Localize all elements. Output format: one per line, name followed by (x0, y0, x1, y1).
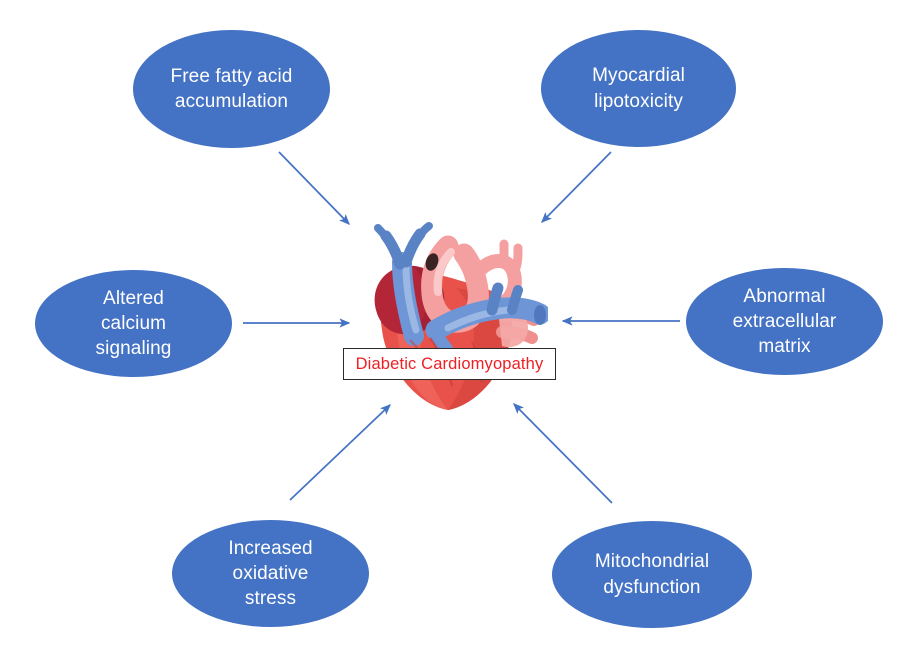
node-increased-oxidative-stress[interactable]: Increased oxidative stress (172, 520, 369, 627)
arrow-top-left-to-center (278, 151, 350, 225)
heart-svc-branch-tip-a (374, 224, 389, 240)
node-label: Myocardial lipotoxicity (592, 65, 685, 112)
arrow-bottom-left-to-center (289, 404, 391, 501)
node-abnormal-extracellular-matrix[interactable]: Abnormal extracellular matrix (686, 268, 883, 375)
heart-svc-branch-right (400, 228, 426, 268)
node-label: Free fatty acid accumulation (170, 65, 293, 112)
heart-svc-highlight (402, 262, 420, 334)
node-label: Mitochondrial dysfunction (594, 551, 710, 598)
node-label: Abnormal extracellular matrix (732, 285, 837, 358)
center-node-label: Diabetic Cardiomyopathy (355, 354, 544, 373)
heart-aortic-opening (425, 253, 439, 271)
heart-pulmonary-vein-highlight (444, 306, 512, 332)
heart-pulmonary-artery-right-tip2 (511, 243, 523, 273)
heart-vein-end-cap (534, 305, 546, 325)
heart-pulmonary-vein-branch-up-b (507, 285, 523, 315)
heart-svc-branch-left (380, 230, 406, 270)
node-free-fatty-acid-accumulation[interactable]: Free fatty acid accumulation (133, 30, 330, 148)
node-altered-calcium-signaling[interactable]: Altered calcium signaling (35, 270, 232, 377)
center-node-diabetic-cardiomyopathy[interactable]: Diabetic Cardiomyopathy (343, 348, 556, 380)
heart-svc-branch-tip-b (417, 222, 433, 238)
arrow-top-right-to-center (541, 151, 612, 223)
heart-pulmonary-vein-branch-up-a (486, 282, 504, 316)
node-myocardial-lipotoxicity[interactable]: Myocardial lipotoxicity (541, 30, 736, 147)
anatomical-heart-illustration (352, 218, 548, 414)
node-label: Increased oxidative stress (228, 537, 313, 610)
node-mitochondrial-dysfunction[interactable]: Mitochondrial dysfunction (552, 521, 752, 628)
node-label: Altered calcium signaling (95, 287, 172, 360)
arrow-bottom-right-to-center (513, 403, 613, 504)
heart-aorta-arch-light (433, 248, 455, 296)
